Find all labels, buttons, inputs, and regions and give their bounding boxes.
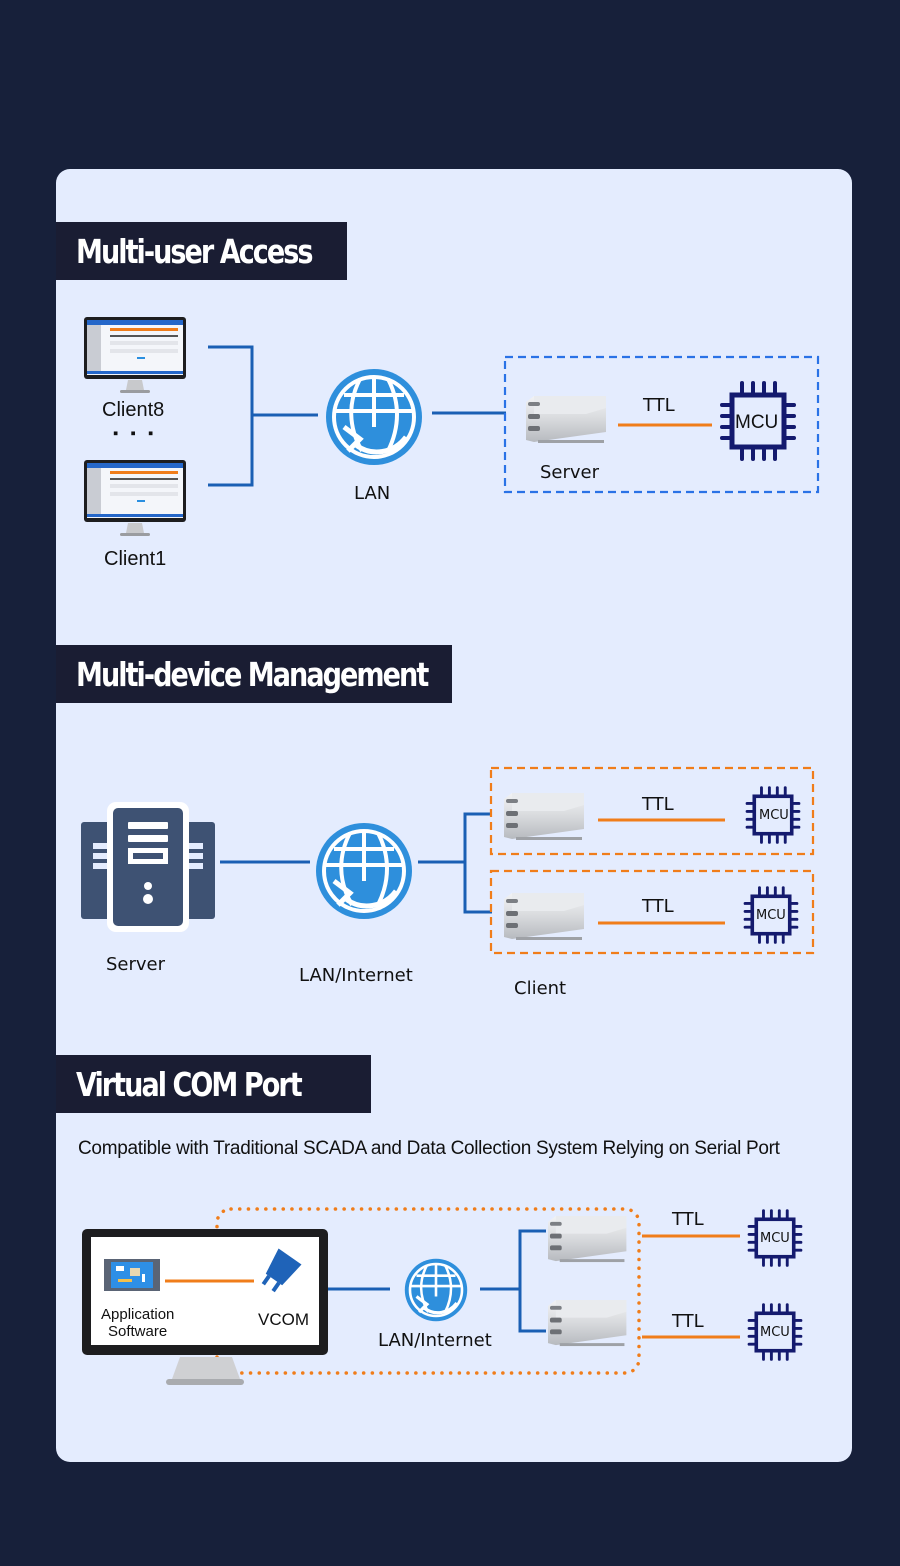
serial-server-module-icon <box>548 1300 627 1347</box>
mcu-label: MCU <box>759 808 789 823</box>
desktop-monitor-icon <box>82 1229 328 1385</box>
section2-links <box>220 812 492 914</box>
network-label: LAN/Internet <box>299 965 413 986</box>
ttl-label: TTL <box>672 1311 704 1332</box>
client-box-2 <box>489 869 815 955</box>
section-title: Virtual COM Port <box>76 1064 303 1104</box>
monitor-icon <box>84 460 186 536</box>
section-heading-multi-device: Multi-device Management <box>56 645 452 703</box>
mcu-label: MCU <box>760 1231 790 1246</box>
globe-network-icon <box>404 1258 468 1322</box>
mcu-label: MCU <box>756 908 786 923</box>
server-group-box <box>503 355 820 494</box>
section-heading-multi-user: Multi-user Access <box>56 222 347 280</box>
server-tower-icon <box>81 802 215 932</box>
network-label: LAN/Internet <box>378 1330 492 1351</box>
serial-server-module-icon <box>504 893 584 940</box>
monitor-icon <box>84 317 186 393</box>
ttl-label: TTL <box>642 896 674 917</box>
client-box-1 <box>489 766 815 856</box>
ttl-label: TTL <box>642 794 674 815</box>
server-label: Server <box>106 954 166 975</box>
network-label: LAN <box>354 483 391 504</box>
serial-server-module-icon <box>504 793 584 840</box>
serial-connector-icon <box>261 1248 302 1293</box>
bracket-clients <box>208 345 506 487</box>
ellipsis-indicator: ▪ ▪ ▪ <box>113 425 158 442</box>
section-title: Multi-device Management <box>76 654 429 694</box>
client-label: Client8 <box>102 399 165 421</box>
serial-server-module-icon <box>526 396 606 443</box>
server-label: Server <box>540 462 600 483</box>
mcu-label: MCU <box>735 412 779 433</box>
section-subtitle: Compatible with Traditional SCADA and Da… <box>78 1138 780 1159</box>
app-label-line1: Application <box>101 1306 175 1323</box>
client-label: Client <box>514 978 567 999</box>
client-label: Client1 <box>104 548 167 570</box>
ttl-label: TTL <box>643 395 675 416</box>
vcom-label: VCOM <box>258 1310 309 1329</box>
ttl-label: TTL <box>672 1209 704 1230</box>
globe-network-icon <box>316 823 412 919</box>
globe-network-icon <box>326 369 422 465</box>
app-label-line2: Software <box>108 1323 168 1340</box>
application-software-icon <box>104 1259 160 1291</box>
section-heading-virtual-com: Virtual COM Port <box>56 1055 371 1113</box>
serial-server-module-icon <box>548 1216 627 1263</box>
section-title: Multi-user Access <box>76 231 314 271</box>
mcu-label: MCU <box>760 1325 790 1340</box>
